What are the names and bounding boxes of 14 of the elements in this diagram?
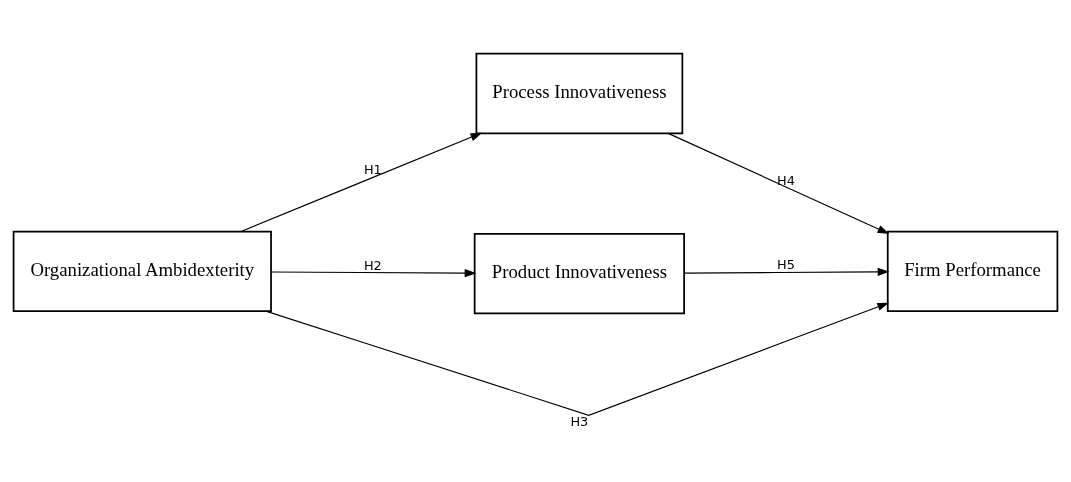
node-box: Firm Performance [886, 230, 1059, 312]
edge-label: H2 [363, 257, 382, 273]
arrow [270, 268, 477, 277]
node-box: Process Innovativeness [475, 52, 684, 134]
edge-label: H3 [570, 413, 589, 429]
edge-label: H1 [363, 161, 382, 177]
arrow [240, 132, 483, 232]
arrow [265, 302, 890, 416]
edge-label: H4 [777, 172, 795, 188]
node-box: Organizational Ambidexterity [12, 230, 272, 312]
node-box: Product Innovativeness [473, 232, 685, 314]
arrow [667, 132, 890, 234]
edge-label: H5 [777, 256, 795, 272]
arrow [683, 267, 890, 276]
